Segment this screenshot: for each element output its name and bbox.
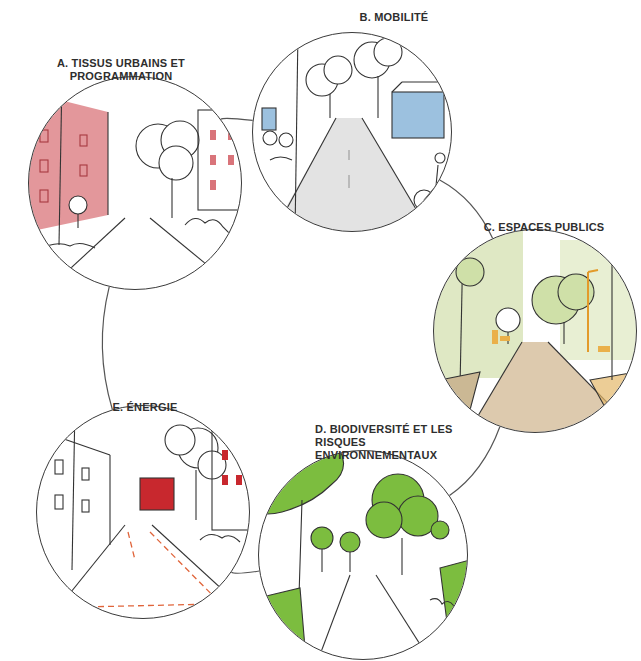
ring-arc [221,118,253,120]
public-space-scene [433,228,640,436]
theme-heading: A. TISSUS URBAINS ET PROGRAMMATION [51,57,191,83]
theme-heading: D. BIODIVERSITÉ ET LES RISQUES ENVIRONNE… [315,423,465,462]
theme-circle: C. ESPACES PUBLICS [433,229,637,433]
ring-arc [231,571,259,573]
theme-circle: B. MOBILITÉ [252,32,452,232]
theme-circle: D. BIODIVERSITÉ ET LES RISQUES ENVIRONNE… [258,450,468,660]
ring-arc [449,427,499,496]
theme-heading: B. MOBILITÉ [319,11,469,24]
ring-arc [102,287,112,410]
biodiversity-scene [255,450,470,660]
theme-circle: A. TISSUS URBAINS ET PROGRAMMATION [28,76,242,290]
theme-circle: E. ÉNERGIE [36,405,250,619]
theme-heading: C. ESPACES PUBLICS [469,221,619,234]
mobility-scene [262,30,458,236]
urban-fabric-scene [28,76,246,292]
energy-scene [38,405,250,618]
theme-heading: E. ÉNERGIE [85,401,205,414]
